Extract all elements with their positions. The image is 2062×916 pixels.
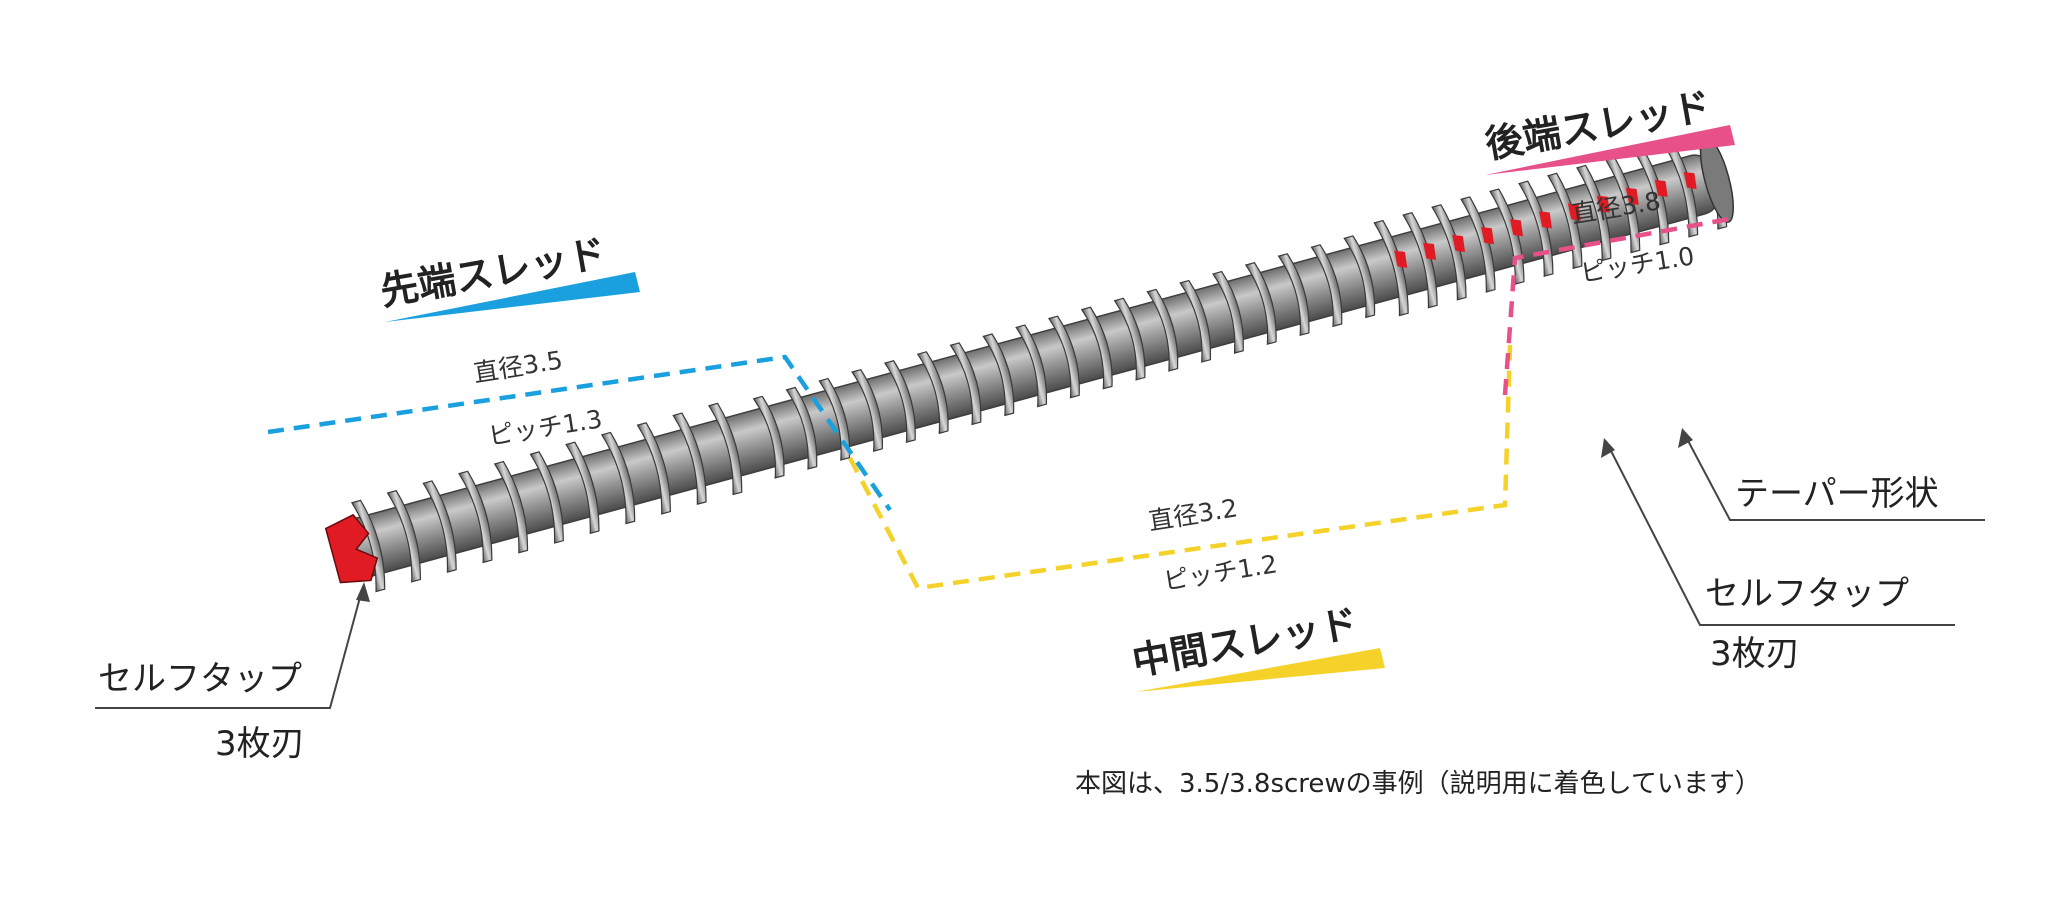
thread-ridge [1633, 149, 1670, 246]
rear-self-tap-flute [1481, 227, 1495, 245]
left-self-tap-tip [324, 513, 379, 584]
thread-ridge [916, 351, 949, 435]
thread-ridge [851, 368, 884, 452]
thread-ridge [565, 441, 600, 535]
thread-ridge [1402, 211, 1438, 309]
thread-ridge [1343, 235, 1376, 319]
thread-ridge [422, 480, 457, 573]
front-thread-swoosh [385, 272, 640, 322]
thread-ridge [883, 360, 916, 444]
thread-ridge [1080, 306, 1113, 390]
thread-ridge [1277, 253, 1310, 337]
rear-self-tap-flute [1596, 195, 1610, 213]
thread-ridge [1015, 324, 1048, 408]
rear-thread-swoosh [1485, 125, 1735, 175]
rear-self-tap-flute [1394, 250, 1408, 268]
thread-ridge [1576, 164, 1612, 262]
thread-ridge [982, 333, 1015, 417]
taper-shape-label: テーパー形状 [1735, 474, 1939, 514]
left-self-tap-leader [95, 589, 363, 709]
thread-ridge [1431, 204, 1467, 301]
thread-ridge [785, 386, 818, 470]
right-self-tap-arrow-icon [1601, 438, 1615, 458]
thread-ridge [1244, 261, 1277, 345]
thread-ridge [752, 395, 785, 479]
right-three-blades-label: 3枚刃 [1710, 634, 1800, 674]
thread-ridge [1113, 297, 1146, 381]
front-thread-dashed-outline [267, 354, 892, 512]
rear-self-tap-flute [1567, 203, 1581, 221]
thread-ridge [1179, 279, 1212, 363]
thread-ridge [1146, 288, 1179, 372]
right-self-tap-label: セルフタップ [1705, 574, 1909, 614]
taper-leader [1684, 434, 1985, 521]
thread-ridge [1547, 172, 1583, 270]
thread-ridge [1373, 219, 1409, 317]
rear-self-tap-flute [1625, 187, 1639, 205]
rear-thread-dashed-outline [1502, 215, 1736, 396]
middle-diameter-label: 直径3.2 [1146, 493, 1239, 536]
thread-ridge [708, 402, 743, 496]
thread-ridge [818, 377, 851, 461]
thread-ridge [1662, 141, 1699, 238]
thread-ridge [529, 451, 564, 544]
thread-ridge [1604, 156, 1641, 254]
thread-ridge [1212, 270, 1244, 354]
rear-self-tap-flute [1654, 179, 1668, 198]
right-self-tap-leader [1607, 444, 1955, 626]
middle-thread-dashed-outline [848, 344, 1513, 591]
rear-self-tap-flute [1423, 242, 1437, 260]
thread-ridge [386, 489, 422, 583]
rear-self-tap-flute [1539, 211, 1552, 229]
thread-ridge [1310, 244, 1343, 328]
middle-thread-swoosh [1135, 648, 1385, 692]
screw-threads [350, 133, 1728, 593]
rear-self-tap-flute [1683, 171, 1697, 190]
thread-ridge [493, 460, 529, 554]
thread-ridge [636, 422, 671, 515]
rear-self-tap-flute [1510, 219, 1524, 237]
left-self-tap-label: セルフタップ [98, 659, 302, 699]
taper-arrow-icon [1678, 428, 1693, 448]
thread-ridge [1048, 315, 1080, 399]
front-pitch-label: ピッチ1.3 [486, 404, 604, 451]
left-self-tap-arrow-icon [356, 582, 370, 602]
screw-body [324, 133, 1734, 593]
diagram-footnote: 本図は、3.5/3.8screwの事例（説明用に着色しています） [1075, 769, 1761, 799]
thread-ridge [1460, 196, 1496, 293]
thread-ridge [672, 412, 707, 506]
thread-ridge [600, 431, 636, 525]
rear-self-tap-flute [1452, 234, 1466, 253]
middle-pitch-label: ピッチ1.2 [1161, 549, 1279, 596]
thread-ridge [949, 342, 982, 426]
left-three-blades-label: 3枚刃 [215, 724, 305, 764]
front-diameter-label: 直径3.5 [471, 345, 564, 388]
thread-ridge [458, 470, 493, 564]
